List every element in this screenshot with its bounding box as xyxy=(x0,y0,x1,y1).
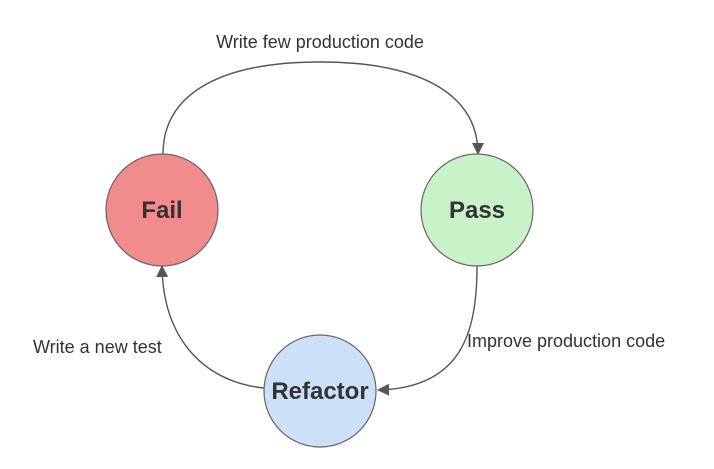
node-fail: Fail xyxy=(105,153,219,267)
node-fail-circle xyxy=(105,153,219,267)
edge-pass-to-refactor xyxy=(377,265,478,396)
node-refactor-label: Refactor xyxy=(271,378,368,405)
node-pass-circle xyxy=(420,153,534,267)
edge-label-fail-to-pass: Write few production code xyxy=(216,32,424,52)
node-refactor: Refactor xyxy=(263,334,377,448)
edge-label-refactor-to-fail: Write a new test xyxy=(33,337,162,357)
edge-label-pass-to-refactor: Improve production code xyxy=(467,331,665,351)
edge-fail-to-pass xyxy=(162,61,484,155)
node-fail-label: Fail xyxy=(141,197,182,224)
edge-refactor-to-fail xyxy=(156,265,265,389)
node-pass-label: Pass xyxy=(449,197,505,224)
node-pass: Pass xyxy=(420,153,534,267)
node-refactor-circle xyxy=(263,334,377,448)
